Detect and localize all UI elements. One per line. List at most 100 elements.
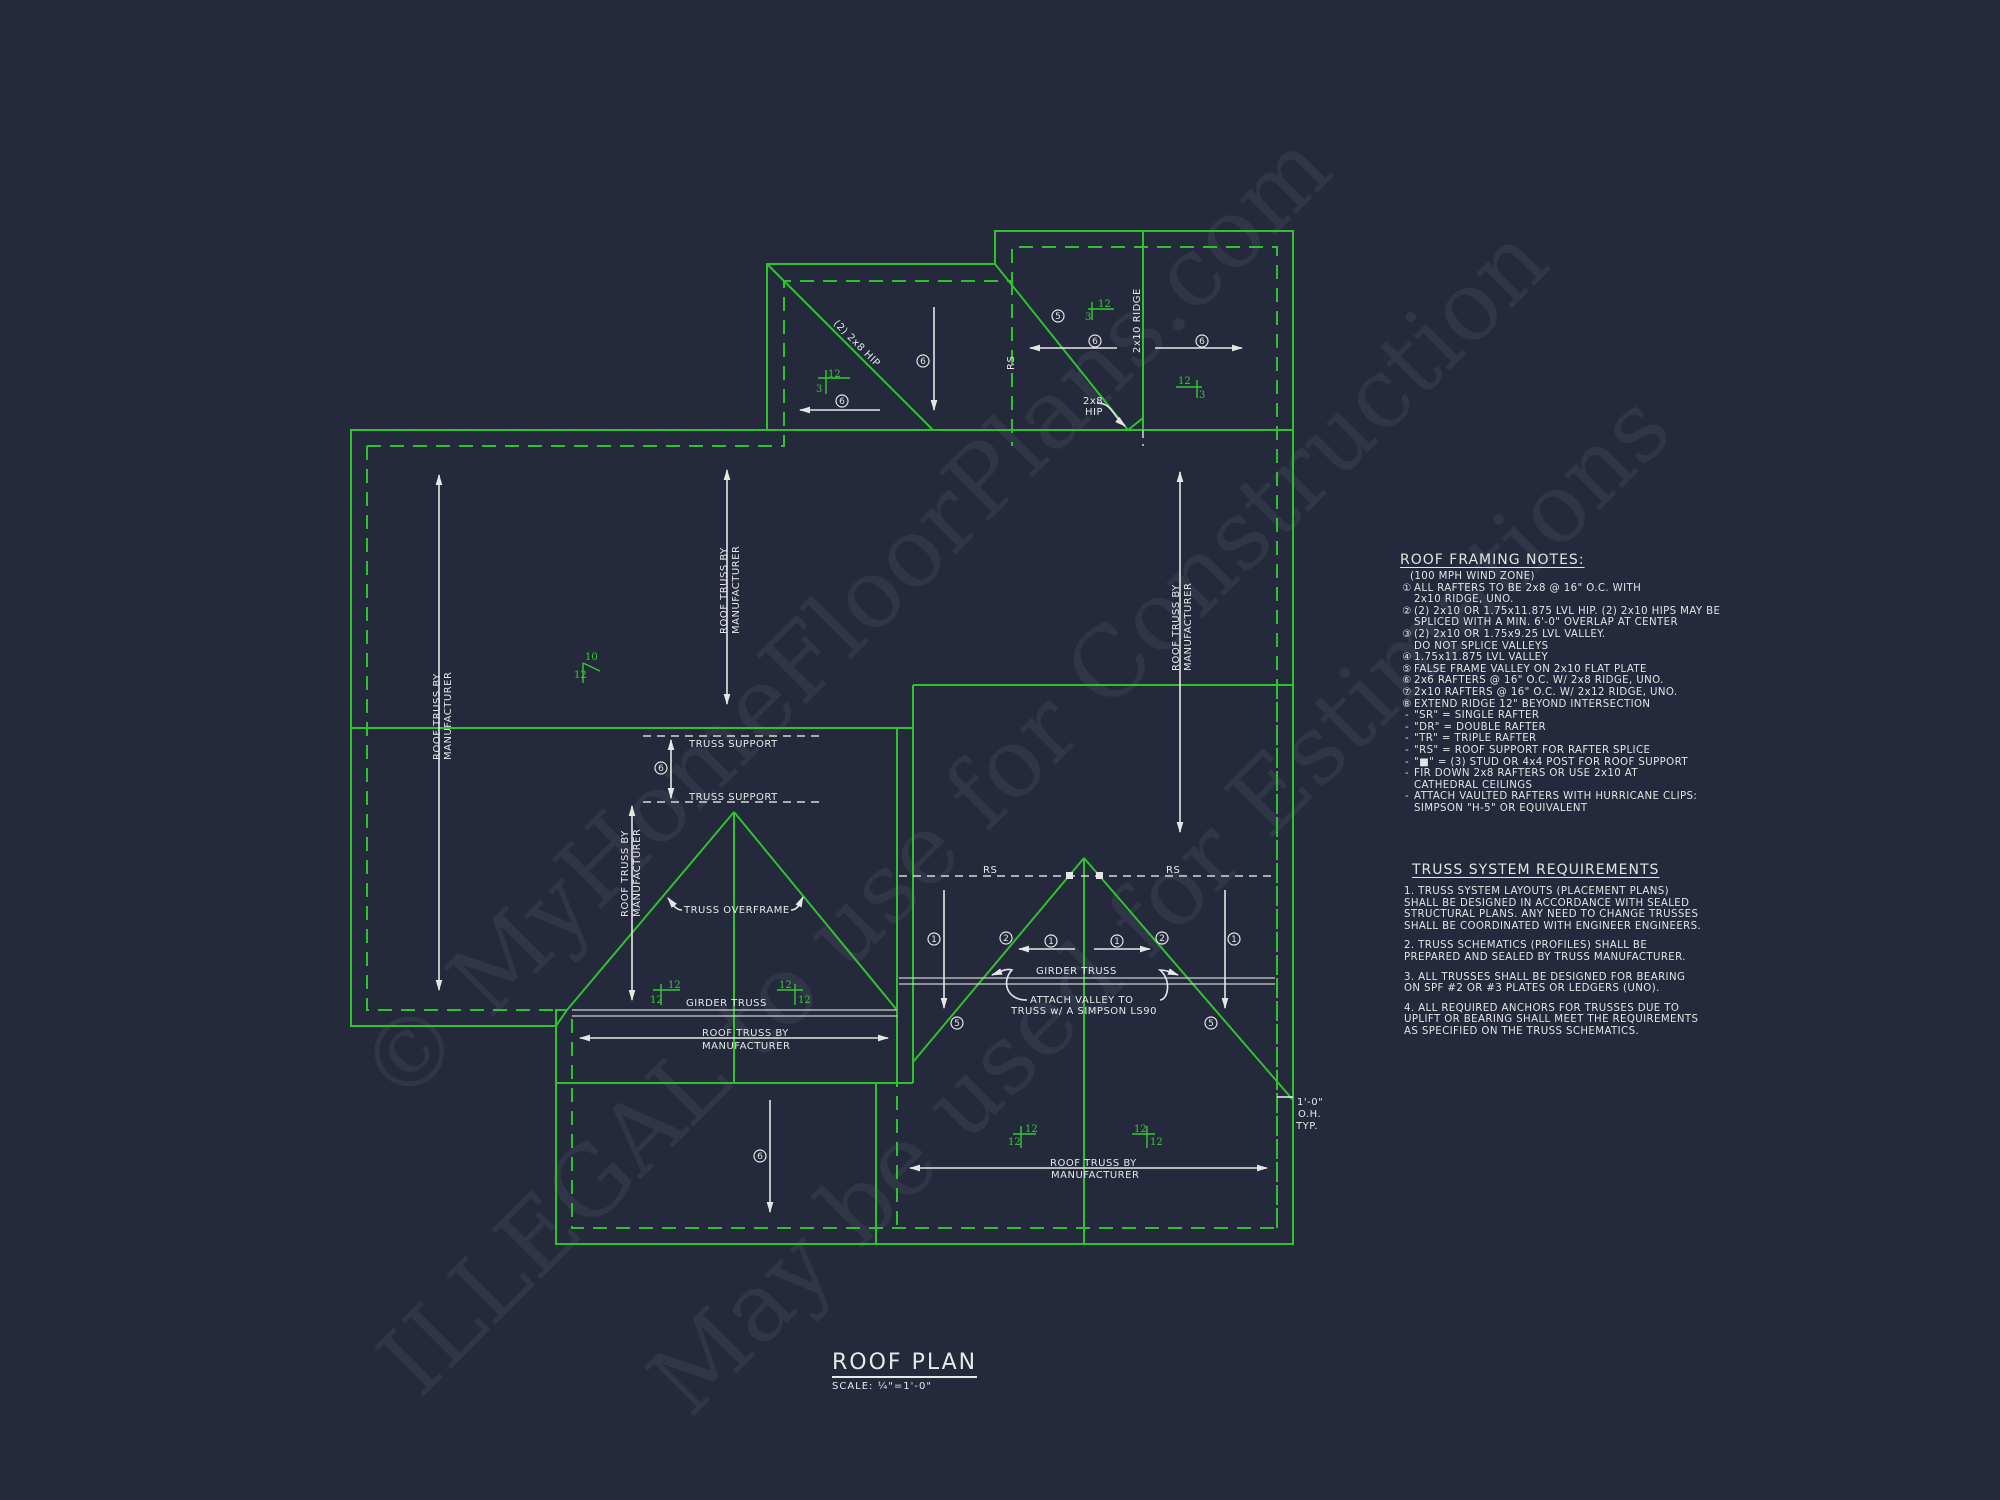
svg-text:RS: RS	[1166, 865, 1180, 876]
framing-note-line: DO NOT SPLICE VALLEYS	[1400, 641, 1740, 653]
note-text: "■" = (3) STUD OR 4x4 POST FOR ROOF SUPP…	[1414, 756, 1688, 768]
pitch-3-12: 12 3	[1085, 299, 1114, 323]
note-text: SPLICED WITH A MIN. 6'-0" OVERLAP AT CEN…	[1414, 617, 1678, 629]
roof-outline	[350, 230, 1294, 1245]
svg-text:2x10 RIDGE: 2x10 RIDGE	[1132, 288, 1143, 353]
callout-6: 6	[1088, 334, 1102, 348]
svg-text:ROOF TRUSS BY: ROOF TRUSS BY	[719, 547, 730, 634]
framing-note-line: -"RS" = ROOF SUPPORT FOR RAFTER SPLICE	[1400, 745, 1740, 757]
framing-note-line: 2x10 RIDGE, UNO.	[1400, 594, 1740, 606]
framing-note-line: -ATTACH VAULTED RAFTERS WITH HURRICANE C…	[1400, 791, 1740, 803]
note-marker: ⑦	[1402, 686, 1412, 698]
svg-text:TYP.: TYP.	[1295, 1121, 1318, 1132]
callout-5: 5	[1204, 1016, 1218, 1030]
svg-text:6: 6	[1199, 337, 1205, 347]
note-marker: -	[1404, 710, 1410, 722]
note-text: 2x10 RIDGE, UNO.	[1414, 594, 1514, 606]
plan-labels: (2) 2x8 HIP 2x10 RIDGE RS 2x8 HIP ROOF T…	[432, 288, 1323, 1181]
truss-requirement-item: 3. ALL TRUSSES SHALL BE DESIGNED FOR BEA…	[1404, 971, 1686, 995]
note-text: "SR" = SINGLE RAFTER	[1414, 710, 1540, 722]
svg-text:5: 5	[954, 1019, 960, 1029]
svg-text:3: 3	[1199, 390, 1205, 401]
svg-text:6: 6	[920, 357, 926, 367]
truss-requirement-item: 1. TRUSS SYSTEM LAYOUTS (PLACEMENT PLANS…	[1404, 886, 1702, 932]
callout-2: 2	[999, 931, 1013, 945]
svg-text:ATTACH VALLEY TO: ATTACH VALLEY TO	[1030, 995, 1133, 1006]
girder-truss-lines	[572, 977, 1275, 1017]
svg-text:MANUFACTURER: MANUFACTURER	[1183, 583, 1194, 671]
svg-text:12: 12	[650, 995, 663, 1006]
svg-text:GIRDER TRUSS: GIRDER TRUSS	[686, 998, 767, 1009]
note-text: "RS" = ROOF SUPPORT FOR RAFTER SPLICE	[1414, 744, 1651, 756]
callout-1: 1	[927, 932, 941, 946]
callout-1: 1	[1227, 932, 1241, 946]
svg-text:2: 2	[1159, 934, 1165, 944]
pitch-10-12: 10 12	[574, 652, 601, 683]
svg-text:TRUSS OVERFRAME: TRUSS OVERFRAME	[683, 905, 790, 916]
note-text: CATHEDRAL CEILINGS	[1414, 779, 1533, 791]
callout-1: 1	[1044, 934, 1058, 948]
svg-text:ROOF TRUSS BY: ROOF TRUSS BY	[620, 830, 631, 917]
svg-text:12: 12	[574, 670, 587, 681]
note-text: FIR DOWN 2x8 RAFTERS OR USE 2x10 AT	[1414, 768, 1639, 780]
callout-6: 6	[916, 354, 930, 368]
framing-note-line: SPLICED WITH A MIN. 6'-0" OVERLAP AT CEN…	[1400, 617, 1740, 629]
note-marker: ③	[1402, 628, 1412, 640]
framing-note-line: -"SR" = SINGLE RAFTER	[1400, 710, 1740, 722]
svg-text:MANUFACTURER: MANUFACTURER	[1051, 1170, 1139, 1181]
svg-text:12: 12	[779, 980, 792, 991]
span-arrows	[435, 307, 1269, 1214]
note-marker: -	[1404, 756, 1410, 768]
note-text: 2x10 RAFTERS @ 16" O.C. W/ 2x12 RIDGE, U…	[1414, 686, 1678, 698]
callout-5: 5	[1051, 309, 1065, 323]
svg-text:1: 1	[1114, 937, 1120, 947]
roof-framing-notes-title: ROOF FRAMING NOTES:	[1400, 552, 1585, 568]
roof-framing-notes: ROOF FRAMING NOTES: (100 MPH WIND ZONE) …	[1400, 552, 1740, 814]
note-text: ATTACH VAULTED RAFTERS WITH HURRICANE CL…	[1414, 791, 1698, 803]
note-marker: -	[1404, 791, 1410, 803]
callout-2: 2	[1155, 931, 1169, 945]
svg-text:10: 10	[585, 652, 598, 663]
svg-text:TRUSS w/ A SIMPSON LS90: TRUSS w/ A SIMPSON LS90	[1010, 1006, 1157, 1017]
callout-6: 6	[753, 1149, 767, 1163]
drawing-scale: SCALE: ¼"=1'-0"	[832, 1381, 932, 1392]
svg-text:HIP: HIP	[1085, 407, 1103, 418]
svg-text:MANUFACTURER: MANUFACTURER	[702, 1041, 790, 1052]
truss-requirements-title: TRUSS SYSTEM REQUIREMENTS	[1412, 862, 1660, 878]
svg-text:3: 3	[1085, 312, 1091, 323]
note-marker: -	[1404, 768, 1410, 780]
drawing-title: ROOF PLAN	[832, 1350, 978, 1378]
svg-text:12: 12	[1134, 1124, 1147, 1135]
svg-text:GIRDER TRUSS: GIRDER TRUSS	[1036, 966, 1117, 977]
svg-text:12: 12	[668, 980, 681, 991]
framing-note-line: -FIR DOWN 2x8 RAFTERS OR USE 2x10 AT	[1400, 768, 1740, 780]
note-text: SIMPSON "H-5" OR EQUIVALENT	[1414, 802, 1588, 814]
framing-note-line: ②(2) 2x10 OR 1.75x11.875 LVL HIP. (2) 2x…	[1400, 606, 1740, 618]
note-marker: ④	[1402, 652, 1412, 664]
svg-text:12: 12	[1178, 376, 1191, 387]
svg-text:5: 5	[1055, 312, 1061, 322]
note-text: EXTEND RIDGE 12" BEYOND INTERSECTION	[1414, 698, 1651, 710]
note-marker: -	[1404, 733, 1410, 745]
framing-note-line: -"TR" = TRIPLE RAFTER	[1400, 733, 1740, 745]
svg-text:3: 3	[816, 384, 822, 395]
svg-text:12: 12	[1098, 299, 1111, 310]
svg-text:MANUFACTURER: MANUFACTURER	[731, 546, 742, 634]
svg-text:O.H.: O.H.	[1298, 1109, 1321, 1120]
framing-note-line: SIMPSON "H-5" OR EQUIVALENT	[1400, 803, 1740, 815]
svg-text:ILLEGAL to use for Constructio: ILLEGAL to use for Construction	[357, 204, 1569, 1416]
wall-lines	[366, 246, 1278, 1229]
note-marker: ⑥	[1402, 675, 1412, 687]
svg-text:12: 12	[1025, 1124, 1038, 1135]
svg-text:MANUFACTURER: MANUFACTURER	[632, 829, 643, 917]
svg-text:ROOF TRUSS BY: ROOF TRUSS BY	[1050, 1158, 1137, 1169]
